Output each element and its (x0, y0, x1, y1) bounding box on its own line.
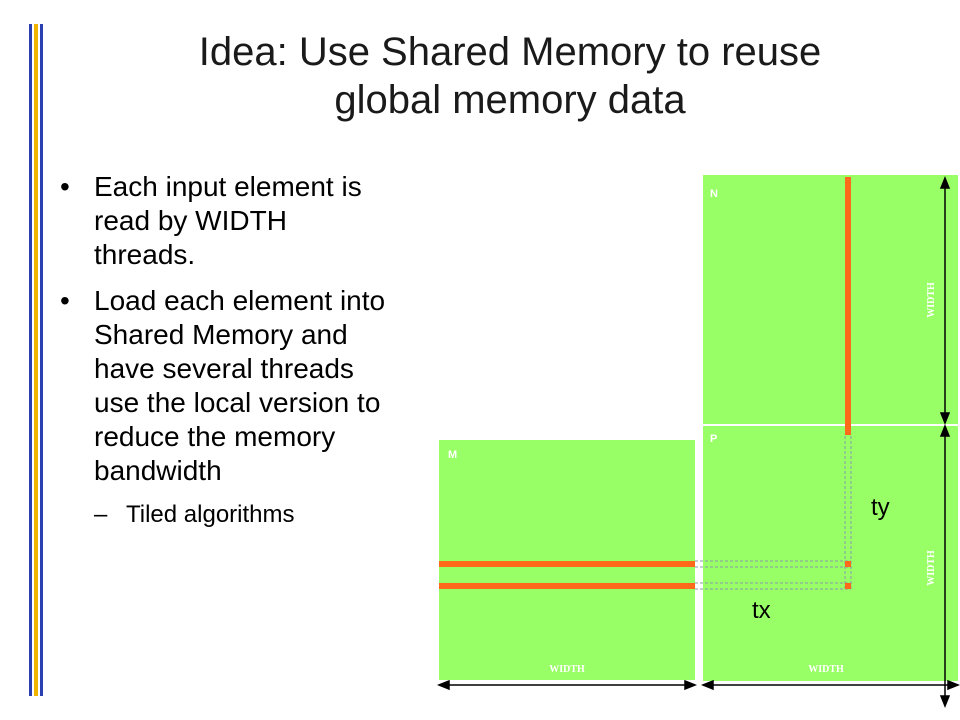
n-column-highlight (845, 177, 851, 435)
bullet-line: Each input element is (94, 171, 362, 202)
accent-bar-yellow (34, 24, 38, 696)
p-width-label-vertical: WIDTH (926, 550, 937, 586)
dashed-guides (695, 436, 852, 590)
sub-bullet-text: Tiled algorithms (126, 501, 295, 528)
slide-title: Idea: Use Shared Memory to reuse global … (110, 28, 910, 124)
matrix-n (703, 175, 958, 424)
bullet-line: reduce the memory (94, 421, 336, 452)
bullet-line: read by WIDTH (94, 205, 287, 236)
title-line-2: global memory data (334, 78, 686, 122)
bullet-marker: • (60, 171, 70, 202)
arrow-head (939, 423, 951, 437)
ty-label: ty (871, 494, 890, 521)
tx-label: tx (752, 597, 771, 624)
bullet-line: use the local version to (94, 387, 381, 418)
bullet-line: threads. (94, 239, 196, 270)
m-row-highlight-2 (439, 583, 695, 589)
sub-bullet-marker: – (94, 501, 108, 528)
matrix-m-label: M (448, 449, 457, 461)
arrow-head (947, 679, 960, 691)
arrow-head (684, 679, 698, 691)
bullet-line: have several threads (94, 353, 354, 384)
p-width-label-horizontal: WIDTH (808, 664, 844, 675)
arrow-head (939, 695, 951, 709)
matrix-n-label: N (710, 188, 718, 200)
m-row-highlight-1 (439, 561, 695, 567)
p-element-1 (845, 561, 851, 567)
bullet-line: Load each element into (94, 285, 386, 316)
accent-bar-blue-right (40, 24, 43, 696)
bullet-line: Shared Memory and (94, 319, 348, 350)
bullet-item-2: • Load each element into Shared Memory a… (60, 284, 490, 488)
bullet-list: • Each input element is read by WIDTH th… (60, 170, 490, 530)
m-width-label: WIDTH (549, 664, 585, 675)
arrow-head (700, 679, 714, 691)
n-width-label: WIDTH (926, 282, 937, 318)
title-line-1: Idea: Use Shared Memory to reuse (198, 30, 822, 74)
matrix-m (439, 440, 695, 680)
sub-bullet-item: – Tiled algorithms (60, 500, 490, 530)
p-element-2 (845, 583, 851, 589)
matrix-p (703, 426, 958, 681)
matrix-p-label: P (710, 433, 717, 445)
arrow-head (939, 412, 951, 426)
accent-bar-blue-left (29, 24, 32, 696)
bullet-line: bandwidth (94, 455, 222, 486)
bullet-marker: • (60, 285, 70, 316)
bullet-item-1: • Each input element is read by WIDTH th… (60, 170, 490, 272)
arrow-head (939, 175, 951, 189)
arrow-head (436, 679, 450, 691)
